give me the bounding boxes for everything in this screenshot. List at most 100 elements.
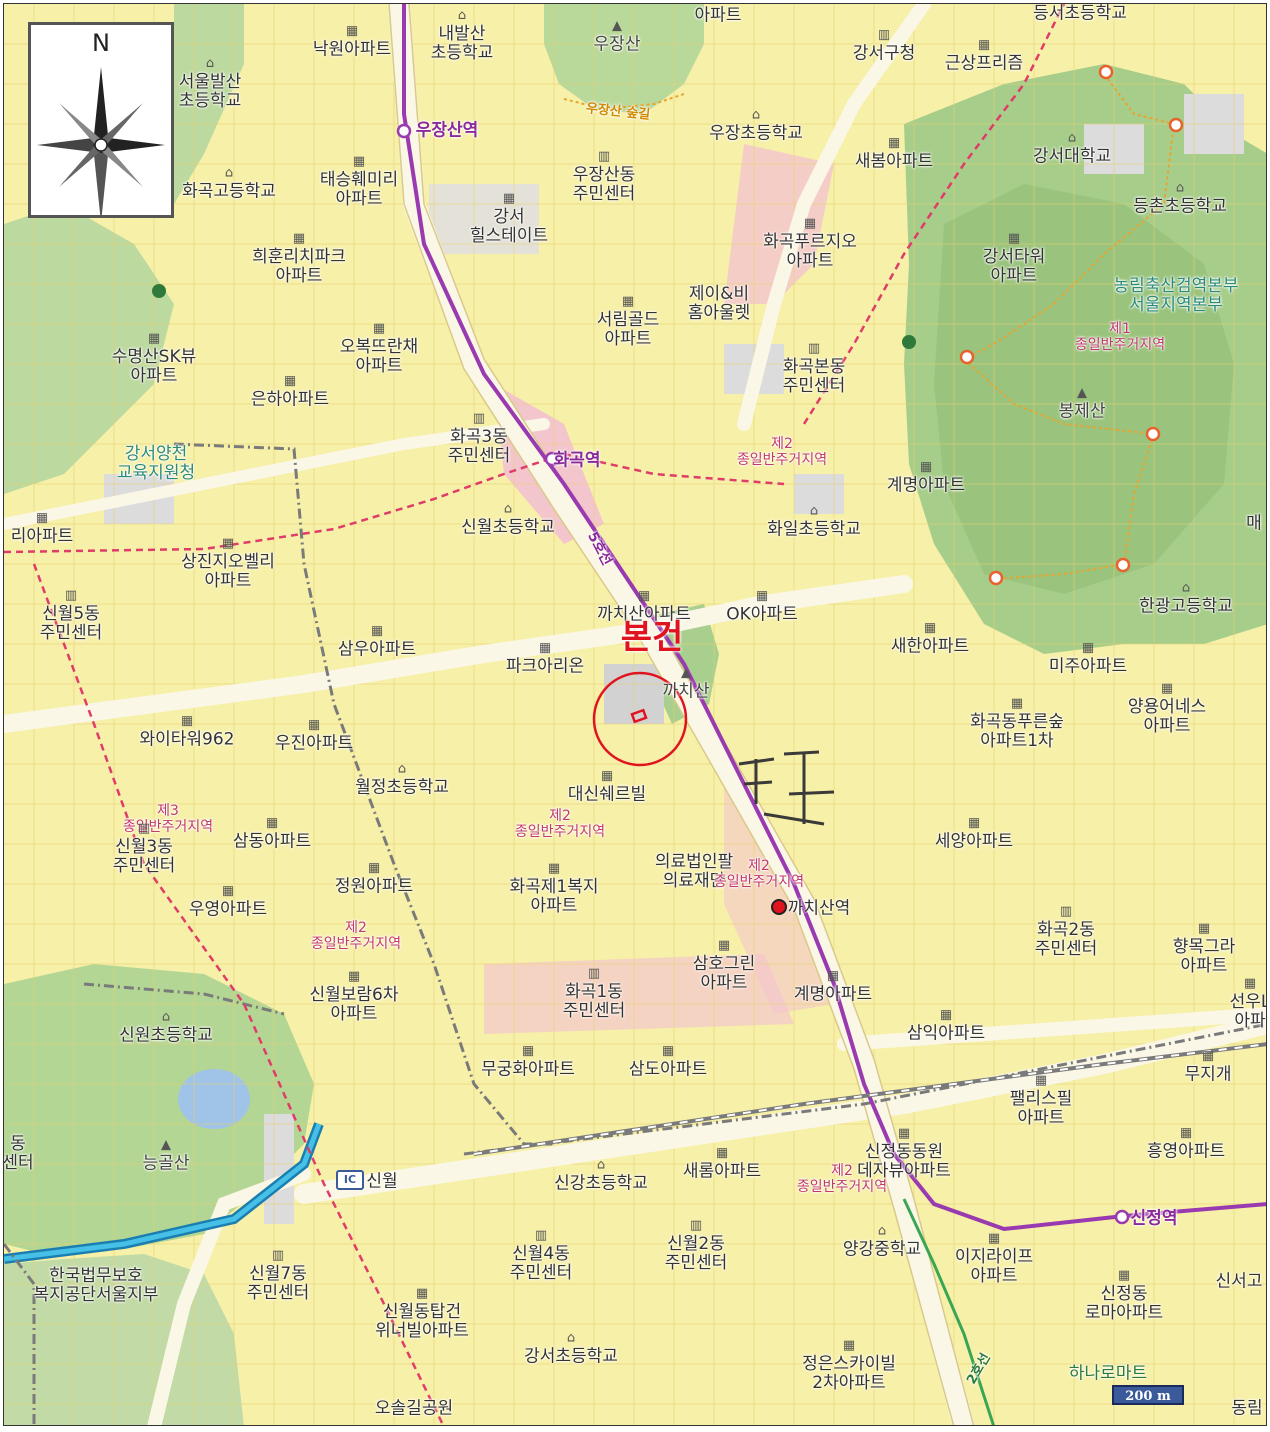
apt-icon: ▦ bbox=[307, 717, 321, 733]
apt-icon: ▦ bbox=[292, 231, 306, 246]
map-label-school: ⌂내발산 초등학교 bbox=[431, 9, 494, 63]
apt-icon: ▦ bbox=[987, 1231, 1001, 1246]
map-label-text: 태승훼미리 아파트 bbox=[319, 170, 399, 209]
map-label-apt: ▦새롬아파트 bbox=[682, 1146, 762, 1182]
mountain-icon: ▲ bbox=[611, 18, 622, 34]
map-label-apt: ▦강서타워 아파트 bbox=[983, 232, 1046, 286]
map-label-text: 신정동동원 데자뷰아파트 bbox=[857, 1142, 951, 1181]
map-label-school: ⌂강서초등학교 bbox=[524, 1331, 618, 1367]
map-label-zone: 제2 종일반주거지역 bbox=[797, 1163, 887, 1195]
map-label-mountain: ▲봉제산 bbox=[1059, 386, 1106, 422]
school-icon: ⌂ bbox=[1067, 130, 1077, 146]
map-label-text: 화곡1동 주민센터 bbox=[562, 982, 626, 1021]
map-label-apt: ▦리아파트 bbox=[11, 511, 74, 547]
road-edges bbox=[388, 4, 975, 1425]
interchange-badge: IC bbox=[336, 1170, 364, 1190]
map-label-text: 수명산SK뷰 아파트 bbox=[111, 347, 197, 386]
map-label-apt: ▦삼도아파트 bbox=[629, 1044, 707, 1080]
school-icon: ⌂ bbox=[809, 503, 819, 519]
map-label-text: 양강중학교 bbox=[842, 1239, 922, 1260]
map-label-school: ⌂우장초등학교 bbox=[709, 108, 803, 144]
map-label-text: 선우L 아파 bbox=[1229, 992, 1267, 1031]
office-icon: ▥ bbox=[877, 27, 891, 43]
office-icon: ▥ bbox=[137, 821, 151, 836]
map-label-station: 우장산역 bbox=[415, 120, 479, 141]
map-label-school: ⌂신월초등학교 bbox=[461, 502, 555, 538]
map-label-plain: 의료법인팔 의료재단 bbox=[655, 853, 733, 891]
map-label-text: 등촌초등학교 bbox=[1133, 196, 1227, 217]
park-area-north bbox=[174, 4, 244, 204]
map-label-apt: ▦계명아파트 bbox=[887, 460, 965, 496]
map-label-apt: ▦이지라이프 아파트 bbox=[955, 1232, 1033, 1286]
apt-icon: ▦ bbox=[147, 331, 161, 346]
apt-icon: ▦ bbox=[803, 216, 817, 231]
map-label-text: 신월5동 주민센터 bbox=[39, 604, 103, 643]
map-label-text: 희훈리치파크 아파트 bbox=[252, 247, 346, 286]
map-label-apt: ▦무궁화아파트 bbox=[481, 1044, 575, 1080]
apt-icon: ▦ bbox=[826, 968, 840, 984]
map-label-text: 신월4동 주민센터 bbox=[509, 1244, 573, 1283]
school-icon: ⌂ bbox=[457, 8, 467, 23]
apt-icon: ▦ bbox=[1179, 1125, 1193, 1141]
map-label-text: 제2 종일반주거지역 bbox=[514, 808, 606, 840]
map-label-office: ▥신월2동 주민센터 bbox=[665, 1219, 728, 1273]
map-label-text: 새롬아파트 bbox=[682, 1161, 762, 1182]
map-label-text: 대신쉐르빌 bbox=[567, 784, 647, 805]
map-label-apt: ▦미주아파트 bbox=[1049, 641, 1127, 677]
map-label-apt: ▦수명산SK뷰 아파트 bbox=[112, 332, 197, 386]
apt-icon: ▦ bbox=[367, 860, 381, 876]
target-label: 본건 bbox=[620, 617, 684, 658]
apt-icon: ▦ bbox=[923, 620, 937, 636]
map-label-apt: ▦화곡동푸른숲 아파트1차 bbox=[970, 697, 1064, 751]
apt-icon: ▦ bbox=[1197, 921, 1211, 936]
map-label-text: 우장초등학교 bbox=[709, 123, 803, 144]
map-label-office: ▥신월4동 주민센터 bbox=[510, 1229, 573, 1283]
school-icon: ⌂ bbox=[161, 1009, 171, 1025]
map-label-text: 내발산 초등학교 bbox=[430, 24, 494, 63]
school-icon: ⌂ bbox=[224, 165, 234, 181]
map-label-text: 팰리스필 아파트 bbox=[1009, 1089, 1073, 1128]
apt-icon: ▦ bbox=[221, 883, 235, 899]
map-label-apt: ▦새한아파트 bbox=[891, 620, 969, 657]
apt-icon: ▦ bbox=[1201, 1048, 1215, 1064]
map-label-office: ▥신월5동 주민센터 bbox=[40, 589, 103, 643]
map-label-text: 정원아파트 bbox=[334, 876, 414, 897]
map-label-text: 정은스카이빌 2차아파트 bbox=[802, 1354, 896, 1393]
map-label-apt: ▦우진아파트 bbox=[275, 717, 353, 754]
apt-icon: ▦ bbox=[1243, 976, 1257, 991]
apt-icon: ▦ bbox=[372, 321, 386, 336]
map-label-school: ⌂등촌초등학교 bbox=[1133, 181, 1227, 217]
map-label-text: 새봄아파트 bbox=[854, 151, 934, 172]
map-label-text: 우장산역 bbox=[415, 120, 479, 141]
apt-icon: ▦ bbox=[265, 815, 279, 831]
mountain-icon: ▲ bbox=[160, 1137, 171, 1153]
map-label-apt: ▦삼익아파트 bbox=[906, 1008, 986, 1044]
target-parcel bbox=[630, 708, 648, 724]
map-label-text: 신강초등학교 bbox=[554, 1173, 648, 1194]
apt-icon: ▦ bbox=[1160, 681, 1174, 696]
map-label-text: 화곡본동 주민센터 bbox=[782, 357, 846, 396]
map-label-text: 계명아파트 bbox=[793, 984, 873, 1005]
apt-icon: ▦ bbox=[538, 640, 552, 656]
office-icon: ▥ bbox=[689, 1218, 703, 1233]
map-label-text: 아파트 bbox=[694, 5, 742, 26]
map-label-text: 향목그라 아파트 bbox=[1172, 937, 1236, 976]
parcel bbox=[429, 184, 539, 254]
map-label-text: 흥영아파트 bbox=[1146, 1141, 1226, 1162]
map-label-zone: 제2 종일반주거지역 bbox=[737, 436, 827, 468]
apt-icon: ▦ bbox=[180, 713, 194, 729]
map-label-text: 화곡역 bbox=[553, 450, 601, 471]
map-label-text: 하나로마트 bbox=[1068, 1363, 1148, 1384]
map-label-plain: 동 센터 bbox=[3, 1134, 34, 1173]
map-label-text: 삼익아파트 bbox=[906, 1023, 986, 1044]
apt-icon: ▦ bbox=[502, 191, 516, 206]
map-label-text: 동 센터 bbox=[3, 1134, 34, 1173]
map-label-plain: 한국법무보호 복지공단서울지부 bbox=[33, 1267, 158, 1305]
kkachisan-station-marker bbox=[771, 899, 787, 915]
map-label-text: 세양아파트 bbox=[934, 831, 1014, 852]
office-icon: ▥ bbox=[64, 588, 78, 603]
map-label-text: 까치산아파트 bbox=[597, 604, 691, 625]
office-icon: ▥ bbox=[1059, 904, 1073, 919]
map-label-text: 강서구청 bbox=[852, 43, 916, 64]
